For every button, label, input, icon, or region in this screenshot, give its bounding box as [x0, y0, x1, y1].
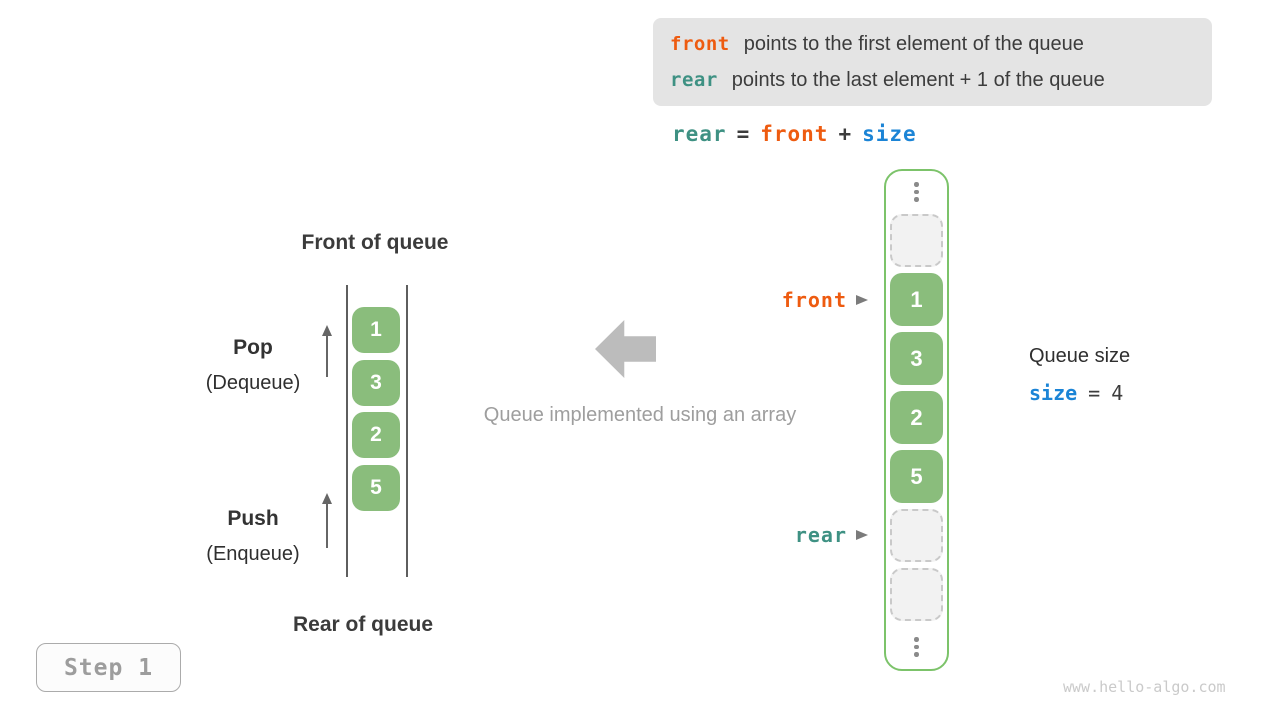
- equation-front: front: [760, 122, 829, 146]
- rear-keyword: rear: [670, 69, 718, 91]
- equation-rear: rear: [672, 122, 727, 146]
- array-cell-filled: 5: [890, 450, 943, 503]
- array-cell-filled: 2: [890, 391, 943, 444]
- queue-channel-left-line: [346, 285, 348, 577]
- queue-value-box: 5: [352, 465, 400, 511]
- queue-value-box: 1: [352, 307, 400, 353]
- array-implementation-caption: Queue implemented using an array: [483, 404, 797, 426]
- bottom-ellipsis-icon: [886, 637, 947, 657]
- front-pointer-arrow-icon: [856, 295, 868, 305]
- rear-definition-text: points to the last element + 1 of the qu…: [731, 68, 1105, 91]
- rear-of-queue-label: Rear of queue: [292, 613, 434, 636]
- queue-channel-right-line: [406, 285, 408, 577]
- equation-equals: =: [736, 122, 751, 146]
- pop-up-arrow-icon: [321, 325, 332, 377]
- size-equals: =: [1088, 381, 1101, 405]
- rear-pointer: rear: [762, 523, 868, 547]
- front-definition-row: front points to the first element of the…: [670, 26, 1212, 62]
- front-definition-text: points to the first element of the queue: [743, 32, 1084, 55]
- queue-size-equation: size = 4: [1029, 381, 1123, 405]
- push-label: Push: [227, 507, 279, 530]
- array-container: 1 3 2 5: [884, 169, 949, 671]
- front-pointer: front: [762, 288, 868, 312]
- rear-equation: rear = front + size: [672, 122, 917, 146]
- queue-value-box: 3: [352, 360, 400, 406]
- enqueue-label: (Enqueue): [206, 543, 300, 565]
- rear-definition-row: rear points to the last element + 1 of t…: [670, 62, 1212, 98]
- array-cell-empty: [890, 509, 943, 562]
- front-keyword: front: [670, 33, 730, 55]
- rear-pointer-label: rear: [794, 523, 847, 547]
- top-ellipsis-icon: [886, 182, 947, 202]
- array-cell-empty: [890, 214, 943, 267]
- queue-size-title: Queue size: [1029, 345, 1131, 367]
- queue-value-box: 2: [352, 412, 400, 458]
- front-of-queue-label: Front of queue: [301, 231, 449, 254]
- size-keyword: size: [1029, 381, 1078, 405]
- watermark: www.hello-algo.com: [1063, 678, 1226, 696]
- dequeue-label: (Dequeue): [205, 372, 301, 394]
- pointer-definition-box: front points to the first element of the…: [653, 18, 1212, 106]
- array-cell-filled: 3: [890, 332, 943, 385]
- left-block-arrow-icon: [595, 320, 656, 378]
- pop-label: Pop: [233, 336, 273, 359]
- push-up-arrow-icon: [321, 493, 332, 548]
- equation-plus: +: [838, 122, 853, 146]
- size-value: 4: [1111, 381, 1124, 405]
- rear-pointer-arrow-icon: [856, 530, 868, 540]
- equation-size: size: [862, 122, 917, 146]
- array-cell-empty: [890, 568, 943, 621]
- step-badge: Step 1: [36, 643, 181, 692]
- front-pointer-label: front: [781, 288, 847, 312]
- array-cell-filled: 1: [890, 273, 943, 326]
